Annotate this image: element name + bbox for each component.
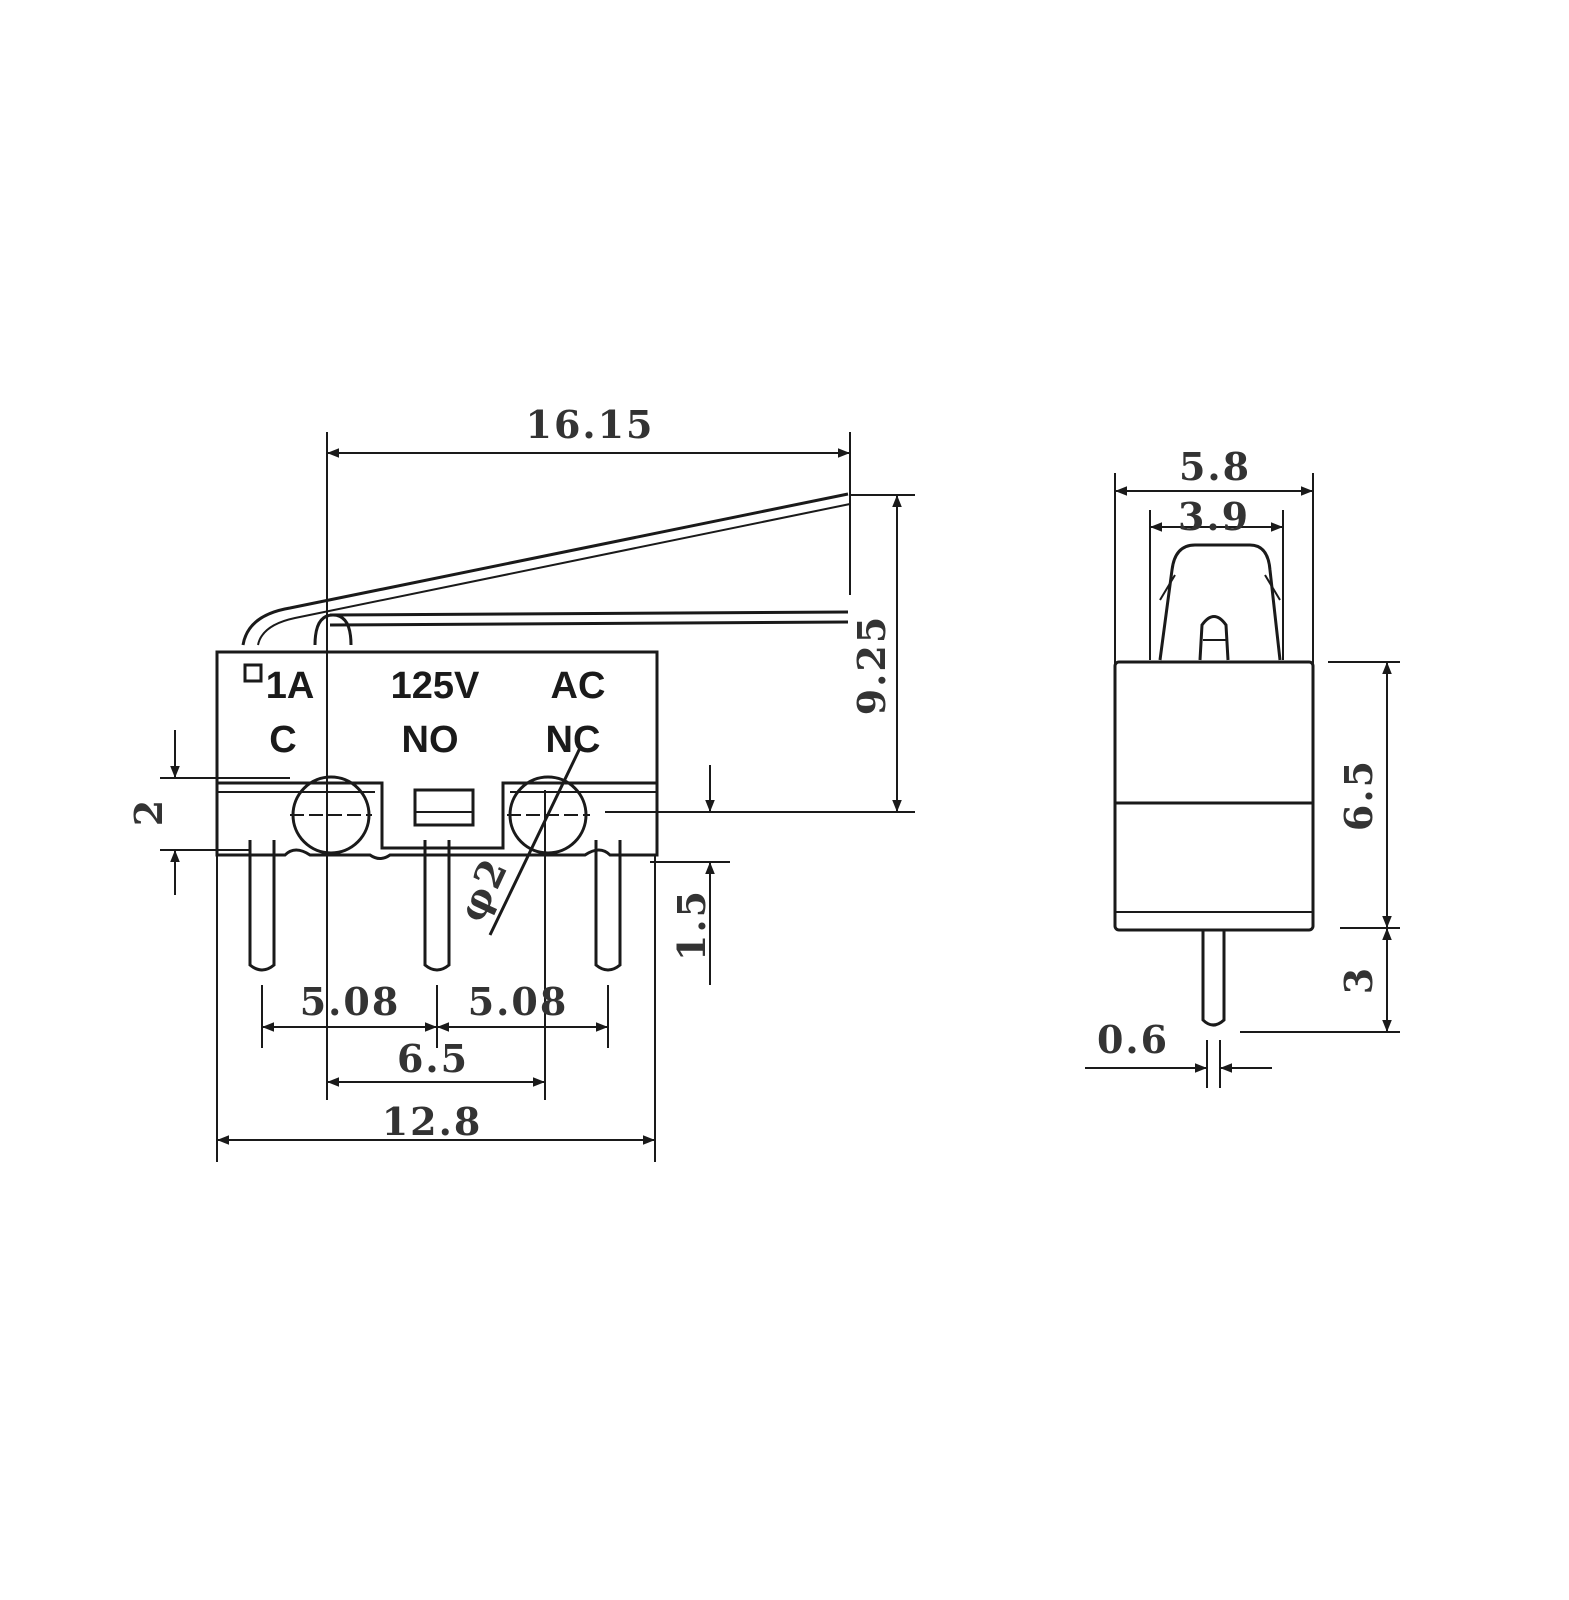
dim-pin-pitch-left: 5.08 — [300, 979, 401, 1024]
release-window — [413, 788, 475, 827]
dim-hole-offset: 2 — [126, 798, 171, 826]
dimension-lines — [160, 432, 915, 1162]
dim-pin-pitch-right: 5.08 — [468, 979, 569, 1024]
side-view: 5.8 3.9 6.5 3 0.6 — [1085, 444, 1400, 1088]
dim-actuator-width: 3.9 — [1178, 494, 1250, 539]
dim-pin-thickness: 0.6 — [1097, 1017, 1169, 1062]
label-ac: AC — [551, 665, 606, 707]
dim-hole-spacing: 6.5 — [397, 1036, 469, 1081]
dim-body-width: 12.8 — [382, 1099, 483, 1144]
dim-pin-length: 3 — [1336, 966, 1381, 994]
label-common: C — [269, 719, 296, 761]
label-no: NO — [402, 719, 459, 761]
dim-height: 9.25 — [849, 615, 894, 716]
plunger — [1198, 615, 1230, 661]
front-view: 1A 125V AC C NO NC — [126, 402, 915, 1162]
lever — [241, 492, 851, 646]
dim-lever-length: 16.15 — [526, 402, 655, 447]
switch-body — [215, 650, 659, 860]
dim-pin-offset: 1.5 — [669, 889, 714, 961]
side-pin — [1201, 930, 1226, 1027]
label-voltage: 125V — [391, 665, 480, 707]
dim-hole-diameter: φ2 — [449, 850, 517, 928]
pins — [248, 840, 622, 972]
label-current: 1A — [266, 665, 315, 707]
label-nc: NC — [546, 719, 601, 761]
actuator — [1158, 543, 1282, 661]
side-body — [1113, 660, 1315, 932]
square-mark — [243, 663, 263, 683]
dim-body-height: 6.5 — [1336, 759, 1381, 831]
side-dimension-lines — [1085, 473, 1400, 1088]
dim-body-depth: 5.8 — [1179, 444, 1251, 489]
